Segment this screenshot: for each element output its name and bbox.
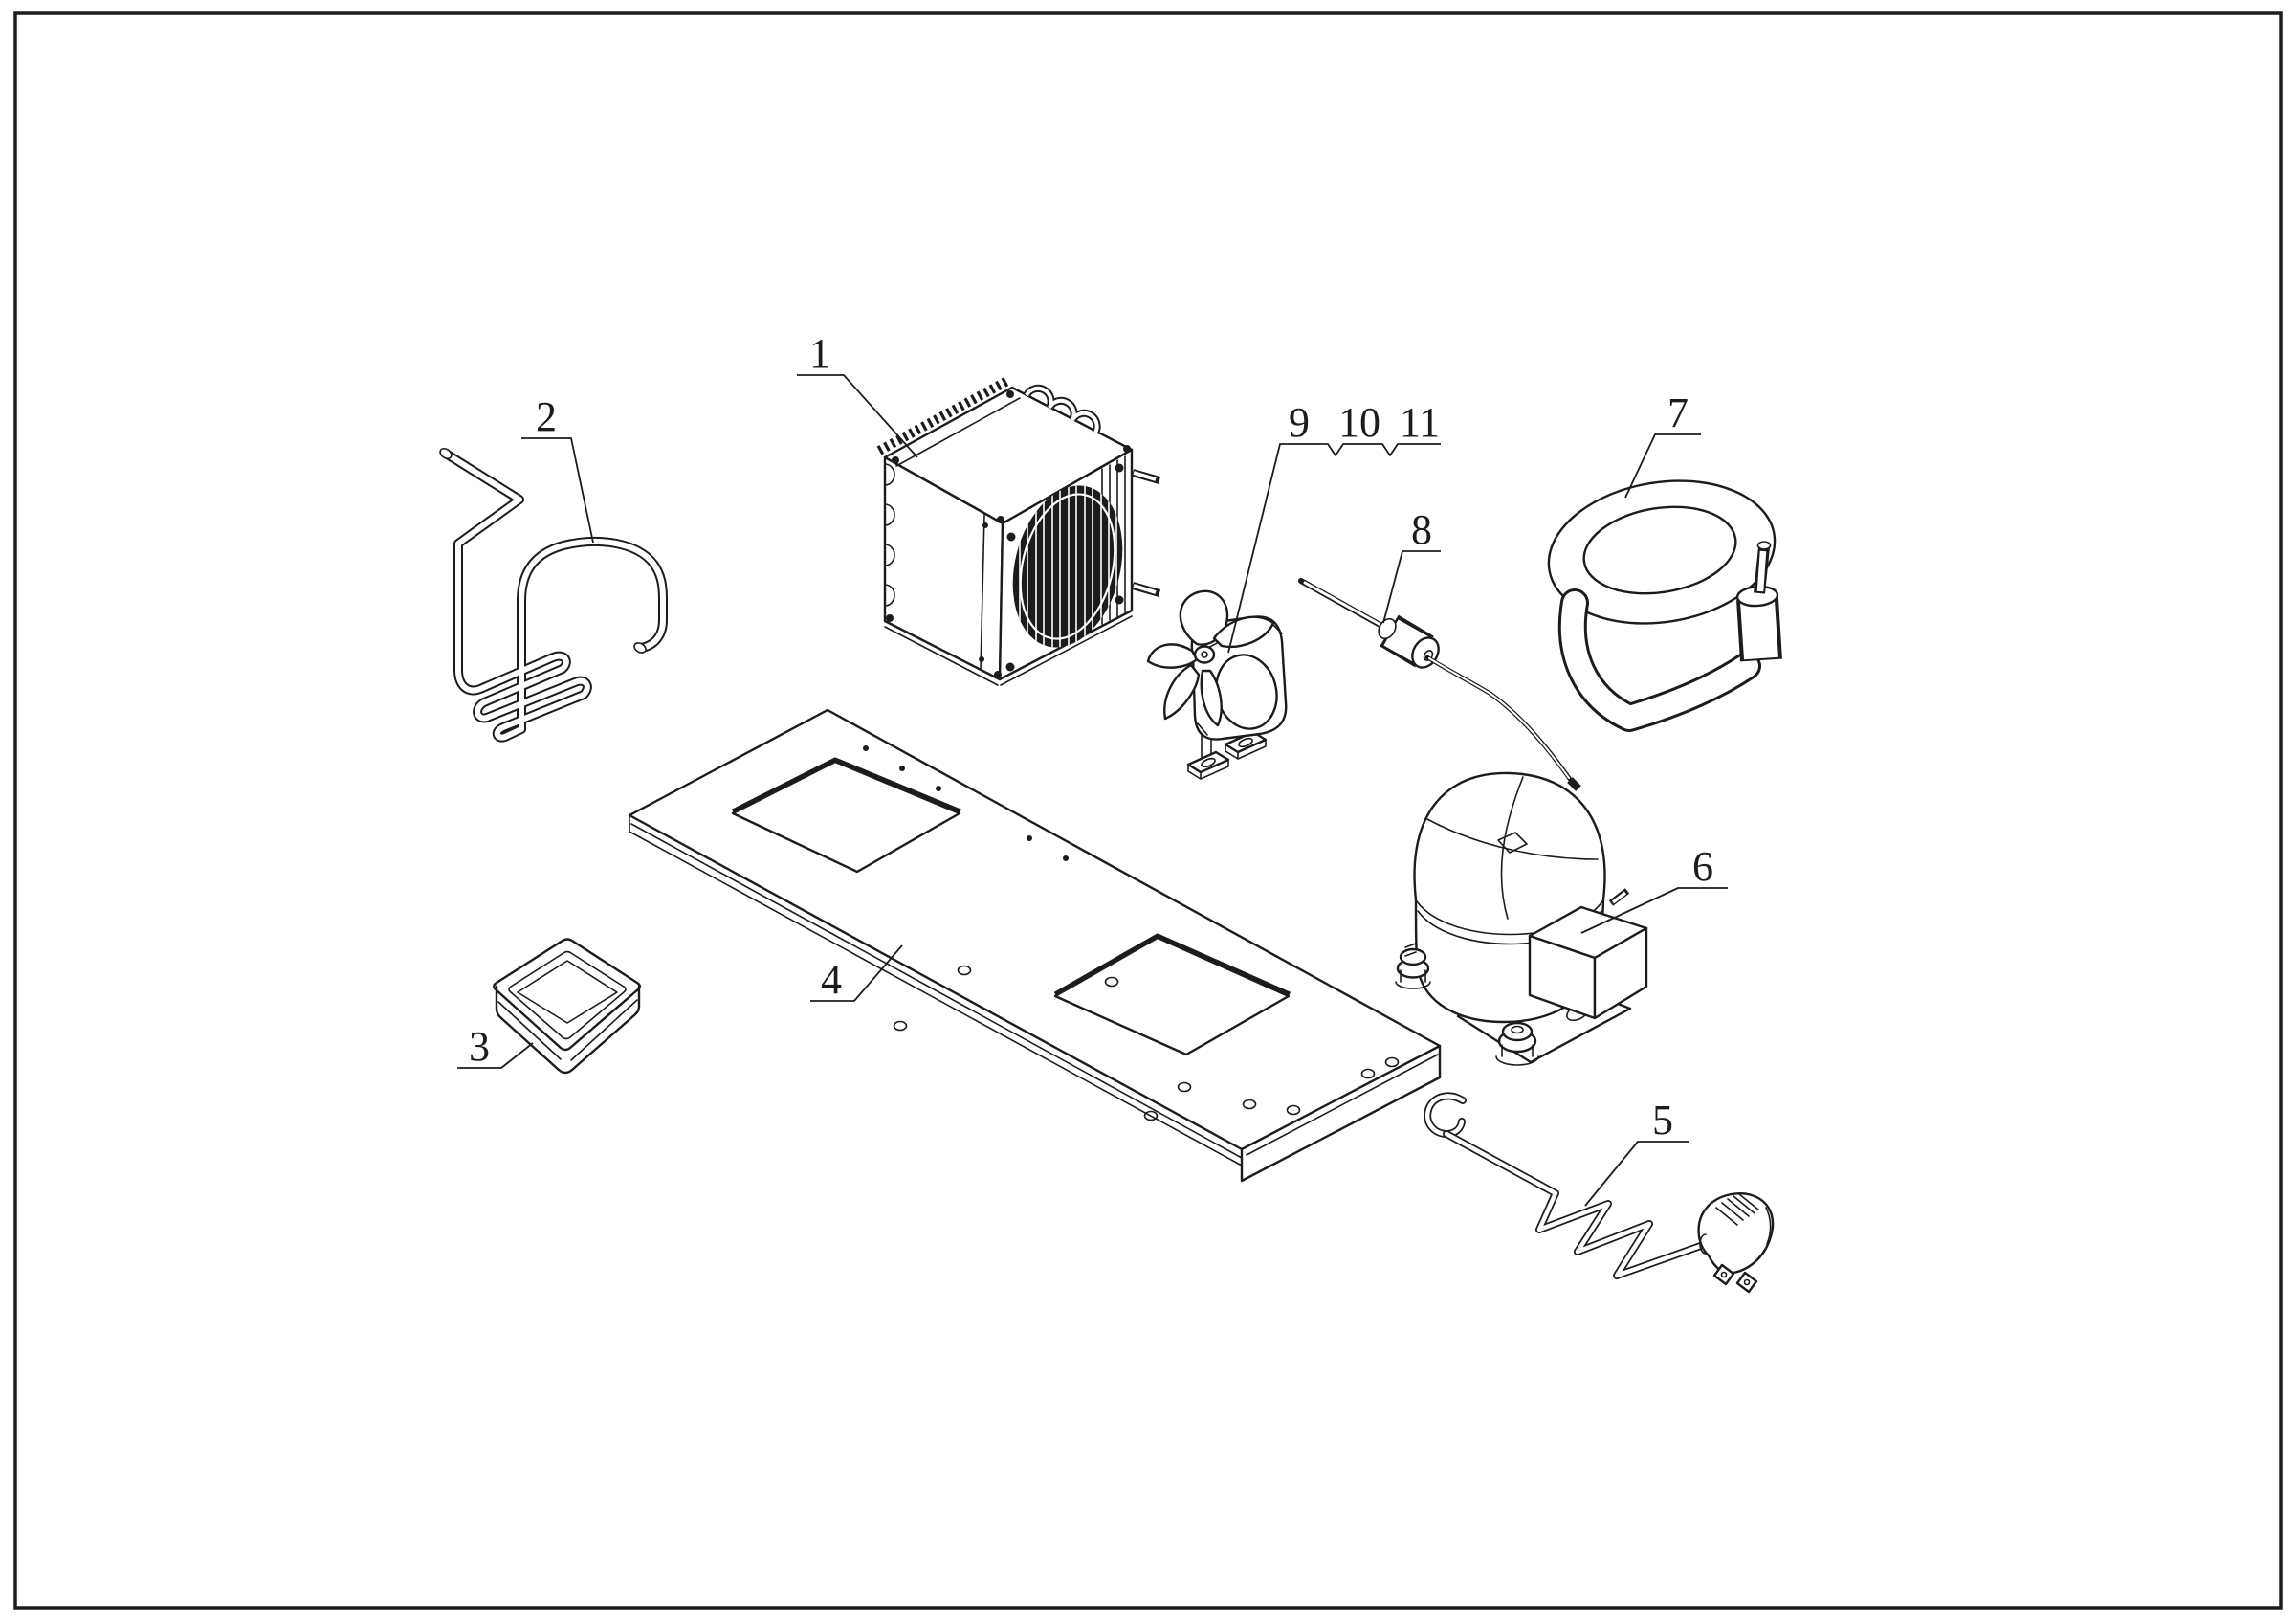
part-label-6: 6 (1692, 843, 1713, 890)
plate-holes (863, 745, 1400, 1121)
part-label-1: 1 (809, 330, 830, 377)
leader-3 (457, 1042, 534, 1069)
part-1-condenser (876, 376, 1161, 686)
part-label-10: 10 (1338, 399, 1380, 446)
leader-4 (810, 944, 903, 1002)
tube-end-cap (633, 642, 647, 654)
part-label-2: 2 (536, 393, 557, 440)
part-4-base-plate (628, 708, 1442, 1183)
leader-6 (1580, 887, 1728, 934)
leader-2 (521, 437, 594, 544)
part-label-11: 11 (1400, 399, 1440, 446)
leader-7 (1624, 433, 1701, 499)
part-2-serpentine-tube (439, 447, 668, 743)
part-5-power-cord (1424, 1092, 1775, 1294)
part-label-5: 5 (1652, 1097, 1673, 1144)
plug (1697, 1192, 1775, 1294)
sheet-border (13, 11, 2283, 1610)
part-label-3: 3 (469, 1023, 490, 1070)
plate-end-flange (1240, 1044, 1442, 1183)
tube-end-cap (439, 447, 453, 460)
leader-9-10-11-group (1227, 443, 1441, 654)
part-label-9: 9 (1289, 399, 1310, 446)
part-9-10-11-fan-assembly (1146, 589, 1288, 780)
leader-8 (1382, 550, 1441, 624)
compressor-feet (1395, 947, 1539, 1066)
part-11-mounting-bracket (1186, 715, 1268, 780)
part-3-drip-tray (493, 938, 641, 1075)
plug-prong (1712, 1263, 1735, 1286)
fan-opening-grille (1019, 478, 1117, 655)
fan-opening (1012, 485, 1123, 648)
plug-prong (1735, 1271, 1758, 1294)
condenser-corner-screws (886, 390, 1131, 678)
part-label-7: 7 (1667, 389, 1689, 436)
compressor-left-fitting (1404, 943, 1417, 957)
part-9-fan-blade (1146, 589, 1275, 727)
terminal-box (1528, 888, 1648, 1020)
callouts: 1 2 3 4 5 6 7 8 9 10 11 (457, 330, 1728, 1207)
part-label-8: 8 (1411, 506, 1432, 553)
leader-5 (1584, 1141, 1689, 1207)
part-7-tube-loop (1547, 479, 1782, 732)
fan-hub (1193, 645, 1216, 664)
condenser-stub-tubes (1131, 469, 1161, 597)
condenser-top-tube-bends (1023, 384, 1101, 434)
part-label-4: 4 (821, 956, 842, 1003)
part-8-filter-drier (1298, 578, 1581, 791)
leader-1 (797, 374, 918, 458)
condenser-fins (876, 376, 1010, 455)
capillary-end-cap (1567, 777, 1581, 791)
part-6-compressor (1395, 771, 1648, 1066)
